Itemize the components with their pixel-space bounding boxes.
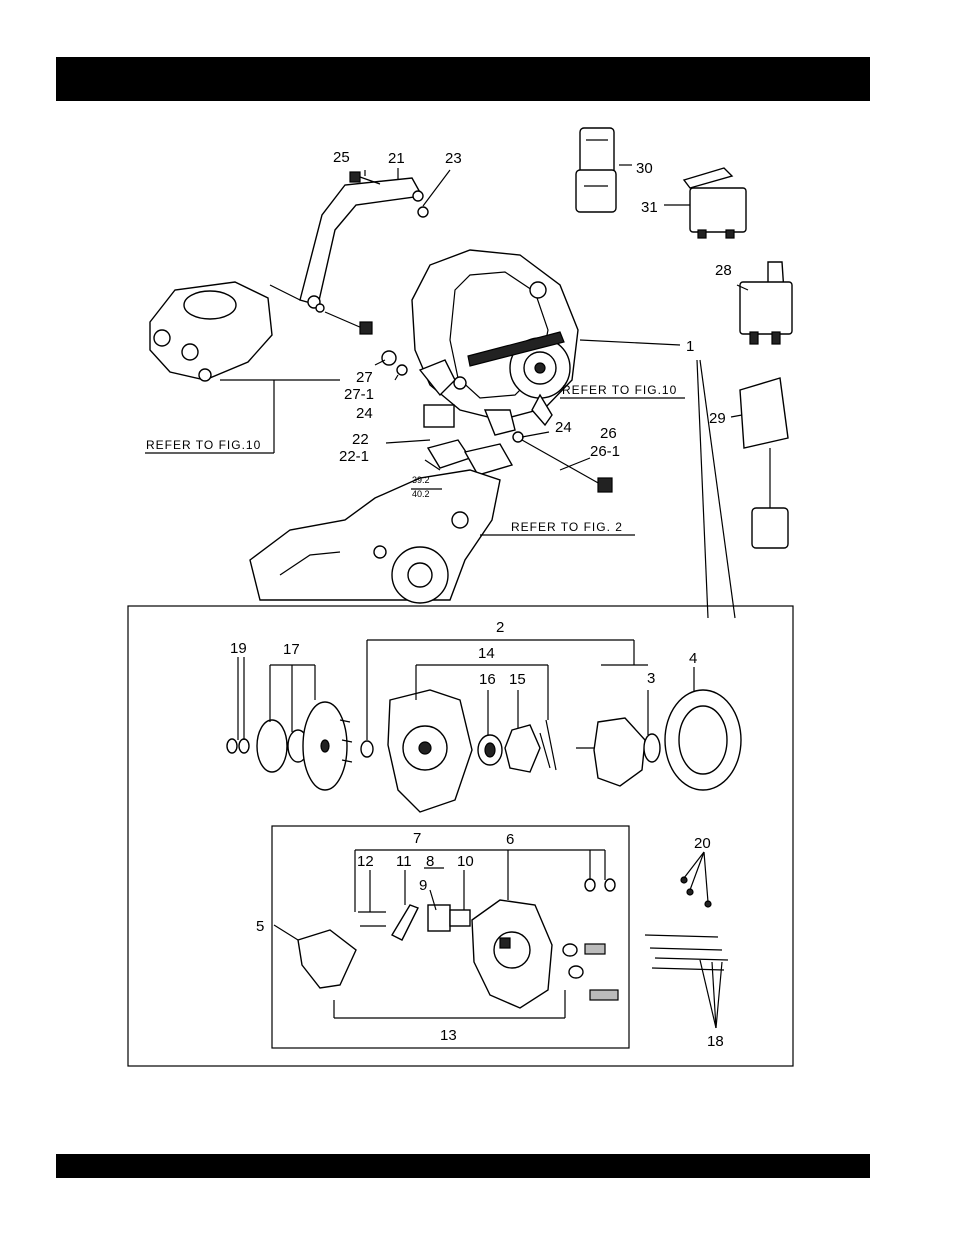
part-label-13: 13	[440, 1027, 457, 1044]
part-label-4: 4	[689, 650, 697, 667]
part-label-1: 1	[686, 338, 694, 355]
pulley-17-part	[257, 702, 352, 790]
refer-to-fig-10-right: REFER TO FIG.10	[562, 383, 677, 397]
dimension-upper: 39.2	[412, 475, 430, 485]
part-label-20: 20	[694, 835, 711, 852]
part-label-21: 21	[388, 150, 405, 167]
plate-11-part	[392, 905, 418, 940]
part-label-10: 10	[457, 853, 474, 870]
nut-19-part	[227, 739, 249, 753]
through-bolts-18-part	[645, 935, 728, 970]
front-housing-14-part	[388, 690, 472, 812]
pump-housing-part	[150, 282, 272, 381]
relay-28-part	[740, 262, 792, 344]
bolt-26-part	[513, 432, 612, 492]
bearing-16-part	[478, 735, 502, 765]
part-label-5: 5	[256, 918, 264, 935]
stator-4-part	[665, 690, 741, 790]
part-label-28: 28	[715, 262, 732, 279]
collar-part	[361, 741, 373, 757]
screws-part	[540, 720, 556, 770]
dimension-lower: 40.2	[412, 489, 430, 499]
bolt-12-part	[358, 912, 386, 926]
part-label-8: 8	[426, 853, 434, 870]
part-label-7: 7	[413, 830, 421, 847]
part-label-29: 29	[709, 410, 726, 427]
washer-23-part	[418, 207, 428, 217]
connector-30-part	[576, 128, 616, 212]
regulator-29-part	[740, 378, 788, 548]
refer-to-fig-10-left: REFER TO FIG.10	[146, 438, 261, 452]
part-label-30: 30	[636, 160, 653, 177]
rectifier-5-part	[298, 930, 356, 988]
part-label-9: 9	[419, 877, 427, 894]
part-label-23: 23	[445, 150, 462, 167]
relay-31-part	[684, 168, 746, 238]
part-label-26: 26	[600, 425, 617, 442]
bolt-27-part	[316, 304, 372, 334]
part-label-15: 15	[509, 671, 526, 688]
part-label-14: 14	[478, 645, 495, 662]
part-label-12: 12	[357, 853, 374, 870]
part-label-31: 31	[641, 199, 658, 216]
nut-27-part	[382, 351, 396, 365]
part-label-22-1: 22-1	[339, 448, 369, 465]
refer-to-fig-2: REFER TO FIG. 2	[511, 520, 623, 534]
adjusting-bracket-part	[300, 178, 423, 308]
part-label-2: 2	[496, 619, 504, 636]
rear-housing-6-part	[472, 900, 552, 1008]
part-label-16: 16	[479, 671, 496, 688]
washer-24-part	[397, 365, 407, 375]
part-label-3: 3	[647, 670, 655, 687]
part-label-25: 25	[333, 149, 350, 166]
part-label-11: 11	[396, 853, 412, 870]
part-label-19: 19	[230, 640, 247, 657]
engine-case-part	[250, 470, 500, 603]
part-label-24-left: 24	[356, 405, 373, 422]
part-label-27: 27	[356, 369, 373, 386]
retainer-plate-15-part	[505, 725, 540, 772]
part-label-6: 6	[506, 831, 514, 848]
part-label-27-1: 27-1	[344, 386, 374, 403]
part-label-26-1: 26-1	[590, 443, 620, 460]
part-label-24-right: 24	[555, 419, 572, 436]
part-label-18: 18	[707, 1033, 724, 1050]
part-label-22: 22	[352, 431, 369, 448]
nuts-7-part	[563, 879, 618, 1000]
part-label-17: 17	[283, 641, 300, 658]
